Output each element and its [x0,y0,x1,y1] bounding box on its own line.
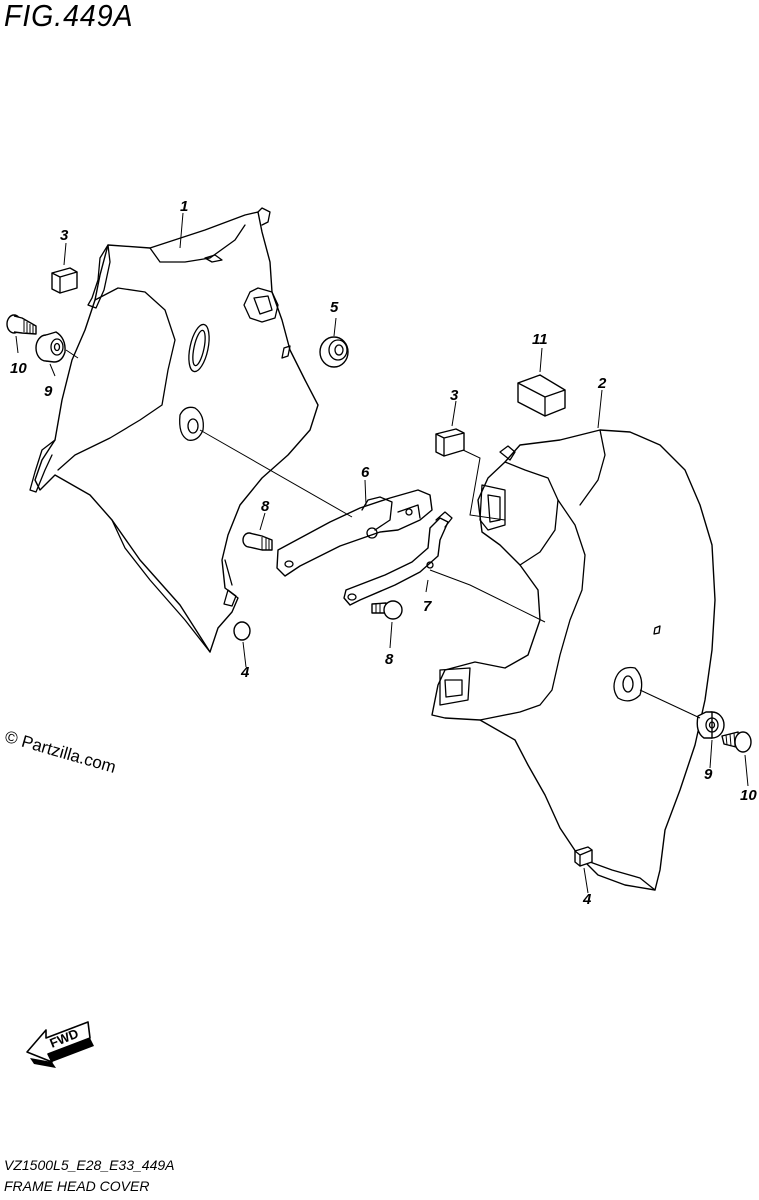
callout-10a: 10 [10,360,27,377]
callout-3a: 3 [60,227,69,244]
callout-10b: 10 [740,787,757,804]
fwd-arrow-icon: FWD [26,1021,94,1068]
pad-11[interactable] [517,374,566,417]
figure-title: FIG.449A [4,0,134,33]
bolt-10-right[interactable] [721,731,752,753]
callout-9a: 9 [44,383,53,400]
cushion-3-left[interactable] [51,267,78,294]
grommet-5[interactable] [319,336,349,368]
right-frame-head-cover[interactable] [431,429,716,891]
cushion-3-right[interactable] [435,428,465,457]
callout-4a: 4 [240,664,250,681]
nut-4-right[interactable] [574,846,593,867]
callout-1: 1 [180,198,188,215]
callout-4b: 4 [582,891,592,908]
left-frame-head-cover[interactable] [29,207,319,653]
callout-6: 6 [361,464,370,481]
callout-3b: 3 [450,387,459,404]
bolt-8-lower[interactable] [371,600,403,620]
nut-4-left[interactable] [233,621,251,641]
callout-5: 5 [330,299,339,316]
callout-8a: 8 [261,498,270,515]
callout-11: 11 [532,331,548,348]
callout-9b: 9 [704,766,713,783]
bolt-8-upper[interactable] [242,532,273,551]
callout-labels: 1 2 3 3 4 4 5 6 7 8 8 9 9 10 10 11 [10,198,757,908]
collar-9-left[interactable] [35,331,66,363]
callout-8b: 8 [385,651,394,668]
callout-2: 2 [597,375,607,392]
model-code: VZ1500L5_E28_E33_449A [4,1157,175,1173]
bracket-6[interactable] [276,489,433,577]
collar-9-right[interactable] [696,711,725,739]
figure-name: FRAME HEAD COVER [4,1178,150,1194]
bracket-7[interactable] [343,511,453,606]
leader-lines [15,212,749,894]
bolt-10-left[interactable] [6,314,37,335]
callout-7: 7 [423,598,432,615]
